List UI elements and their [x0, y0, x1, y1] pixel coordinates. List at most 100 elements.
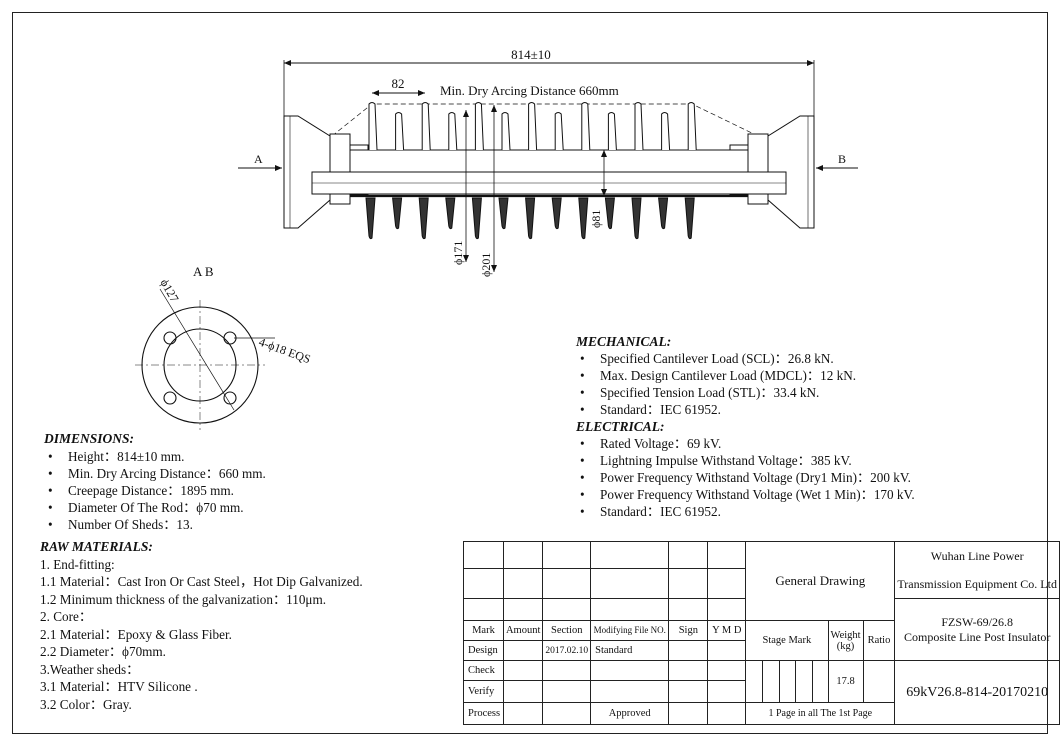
list-item: Standard：IEC 61952.	[576, 401, 915, 418]
section-view-title: A B	[193, 264, 214, 279]
list-item: Max. Design Cantilever Load (MDCL)：12 kN…	[576, 367, 915, 384]
header-modifying-file: Modifying File NO.	[590, 620, 670, 641]
list-item: Diameter Of The Rod：ϕ70 mm.	[44, 499, 266, 516]
dia-shed-small-label: ϕ171	[451, 241, 465, 265]
lower-shed	[658, 197, 669, 230]
weight-value: 17.8	[827, 660, 864, 703]
list-item: Lightning Impulse Withstand Voltage：385 …	[576, 452, 915, 469]
list-item: Min. Dry Arcing Distance：660 mm.	[44, 465, 266, 482]
row-label-design: Design	[463, 640, 504, 661]
list-item: Creepage Distance：1895 mm.	[44, 482, 266, 499]
mechanical-section: MECHANICAL: Specified Cantilever Load (S…	[576, 333, 915, 520]
upper-sheds	[368, 102, 697, 151]
lower-shed	[578, 197, 589, 240]
company-name: Wuhan Line Power Transmission Equipment …	[894, 541, 1060, 599]
approved-label: Approved	[590, 702, 670, 725]
lower-shed	[631, 197, 642, 240]
raw-materials-line: 3.1 Material：HTV Silicone .	[40, 679, 198, 694]
drawing-frame	[12, 12, 1048, 734]
list-item: Power Frequency Withstand Voltage (Wet 1…	[576, 486, 915, 503]
lower-shed	[445, 197, 456, 230]
header-section: Section	[542, 620, 592, 641]
page-info: 1 Page in all The 1st Page	[745, 702, 896, 725]
title-block: General Drawing Wuhan Line Power Transmi…	[463, 540, 1060, 725]
dimensions-title: DIMENSIONS:	[44, 431, 135, 446]
stage-mark-header: Stage Mark	[745, 620, 829, 661]
header-mark: Mark	[463, 620, 504, 641]
upper-shed	[368, 102, 378, 151]
insulator-drawing: 814±10 82 Min. Dry Arcing Distance 660mm…	[135, 47, 858, 430]
mechanical-list: Specified Cantilever Load (SCL)：26.8 kN.…	[576, 350, 915, 418]
lower-shed	[551, 197, 562, 230]
list-item: Rated Voltage：69 kV.	[576, 435, 915, 452]
header-ymd: Y M D	[707, 620, 747, 641]
overall-length-label: 814±10	[511, 47, 551, 62]
raw-materials-line: 2. Core：	[40, 609, 93, 624]
lower-shed	[392, 197, 403, 230]
raw-materials-line: 3.Weather sheds：	[40, 661, 140, 677]
lower-shed	[604, 197, 615, 230]
header-sign: Sign	[668, 620, 709, 641]
list-item: Specified Tension Load (STL)：33.4 kN.	[576, 384, 915, 401]
design-date: 2017.02.10	[542, 640, 592, 661]
company-line-2: Transmission Equipment Co. Ltd	[897, 577, 1057, 591]
lower-shed	[365, 197, 376, 240]
row-label-verify: Verify	[463, 680, 504, 703]
lower-shed	[471, 197, 482, 240]
arcing-distance-label: Min. Dry Arcing Distance 660mm	[440, 83, 619, 98]
shed-spacing-label: 82	[392, 76, 405, 91]
header-amount: Amount	[502, 620, 544, 641]
product-name: Composite Line Post Insulator	[904, 629, 1051, 644]
dia-shed-large-label: ϕ201	[479, 253, 493, 277]
lower-sheds	[365, 197, 695, 240]
lower-shed	[498, 197, 509, 230]
upper-shed	[501, 112, 511, 151]
upper-shed	[634, 102, 644, 151]
section-b-label: B	[838, 152, 846, 166]
section-a-label: A	[254, 152, 263, 166]
upper-shed	[687, 102, 697, 151]
upper-shed	[448, 112, 458, 151]
list-item: Specified Cantilever Load (SCL)：26.8 kN.	[576, 350, 915, 367]
dimensions-section: DIMENSIONS: Height：814±10 mm. Min. Dry A…	[44, 430, 266, 533]
upper-shed	[421, 102, 431, 151]
holes-label: 4-ϕ18 EQS	[257, 335, 313, 367]
title-block-table: General Drawing Wuhan Line Power Transmi…	[463, 540, 1060, 725]
raw-materials-title: RAW MATERIALS:	[40, 539, 153, 554]
lower-shed	[684, 197, 695, 240]
list-item: Height：814±10 mm.	[44, 448, 266, 465]
dia-rod-label: ϕ81	[589, 210, 603, 228]
raw-materials-line: 1.2 Minimum thickness of the galvanizati…	[40, 591, 327, 607]
ratio-header: Ratio	[862, 620, 896, 661]
design-standard: Standard	[590, 640, 670, 661]
dimensions-list: Height：814±10 mm. Min. Dry Arcing Distan…	[44, 448, 266, 533]
raw-materials-line: 3.2 Color：Gray.	[40, 696, 132, 712]
upper-shed	[554, 112, 564, 151]
upper-shed	[395, 112, 405, 151]
upper-shed	[528, 102, 538, 151]
raw-materials-line: 1.1 Material：Cast Iron Or Cast Steel，Hot…	[40, 574, 363, 589]
raw-materials-line: 2.2 Diameter：ϕ70mm.	[40, 644, 166, 659]
raw-materials-line: 2.1 Material：Epoxy & Glass Fiber.	[40, 626, 232, 642]
upper-shed	[661, 112, 671, 151]
company-line-1: Wuhan Line Power	[930, 549, 1024, 563]
raw-materials-line: 1. End-fitting:	[40, 556, 115, 572]
right-end-fitting	[729, 115, 815, 229]
flange-end-view	[135, 288, 275, 430]
weight-header: Weight (kg)	[827, 620, 864, 661]
lower-shed	[418, 197, 429, 240]
general-drawing-label: General Drawing	[745, 541, 896, 621]
upper-shed	[607, 112, 617, 151]
electrical-title: ELECTRICAL:	[576, 419, 665, 434]
drawing-code: 69kV26.8-814-20170210	[894, 660, 1060, 725]
list-item: Number Of Sheds：13.	[44, 516, 266, 533]
list-item: Power Frequency Withstand Voltage (Dry1 …	[576, 469, 915, 486]
model-number: FZSW-69/26.8	[941, 614, 1014, 629]
lower-shed	[525, 197, 536, 240]
raw-materials-section: RAW MATERIALS: 1. End-fitting: 1.1 Mater…	[40, 538, 363, 713]
product-description: FZSW-69/26.8 Composite Line Post Insulat…	[894, 598, 1060, 661]
upper-shed	[474, 102, 484, 151]
row-label-check: Check	[463, 660, 504, 681]
row-label-process: Process	[463, 702, 504, 725]
upper-shed	[581, 102, 591, 151]
